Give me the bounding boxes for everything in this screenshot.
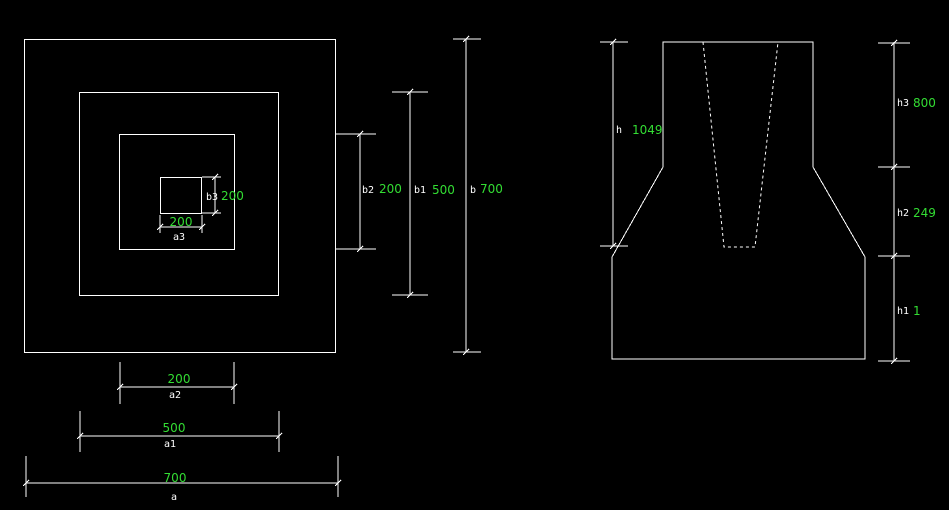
dimension-b3: b3 200 — [202, 173, 244, 217]
a3-label: a3 — [173, 232, 185, 243]
a1-value: 500 — [163, 421, 186, 435]
dimension-b: b 700 — [453, 35, 503, 356]
a2-value: 200 — [168, 372, 191, 386]
b1-label: b1 — [414, 185, 426, 196]
foundation-section-outline — [611, 41, 866, 360]
b-value: 700 — [480, 182, 503, 196]
h3-value: 800 — [913, 96, 936, 110]
a-value: 700 — [164, 471, 187, 485]
b1-value: 500 — [432, 183, 455, 197]
h1-value: 1 — [913, 304, 921, 318]
dimension-a3: 200 a3 — [156, 215, 206, 243]
dimension-a: 700 a — [22, 456, 342, 503]
h-value: 1049 — [632, 123, 663, 137]
dimension-b2: b2 200 — [336, 130, 402, 253]
middle-step-outline — [79, 92, 279, 296]
h3-label: h3 — [897, 98, 909, 109]
h2-value: 249 — [913, 206, 936, 220]
cup-opening-outline — [160, 177, 202, 214]
dimension-b1: b1 500 — [392, 88, 455, 299]
b3-value: 200 — [221, 189, 244, 203]
h2-label: h2 — [897, 208, 909, 219]
dimension-h: h 1049 — [600, 38, 663, 250]
dimension-chain-right — [878, 39, 910, 365]
upper-step-outline — [119, 134, 235, 250]
b3-label: b3 — [206, 192, 218, 203]
section-view: h 1049 h3 800 h2 249 h1 1 — [600, 38, 936, 365]
h-label: h — [616, 125, 622, 136]
a1-label: a1 — [164, 439, 176, 450]
outer-step-outline — [24, 39, 336, 353]
dimension-a1: 500 a1 — [76, 411, 283, 452]
b2-value: 200 — [379, 182, 402, 196]
a2-label: a2 — [169, 390, 181, 401]
b-label: b — [470, 185, 476, 196]
a3-value: 200 — [170, 215, 193, 229]
b2-label: b2 — [362, 185, 374, 196]
a-label: a — [171, 492, 177, 503]
h1-label: h1 — [897, 306, 909, 317]
dimension-a2: 200 a2 — [116, 362, 238, 404]
plan-view: 200 a3 b3 200 200 a2 — [22, 35, 503, 503]
cup-hidden-lines — [702, 41, 779, 248]
